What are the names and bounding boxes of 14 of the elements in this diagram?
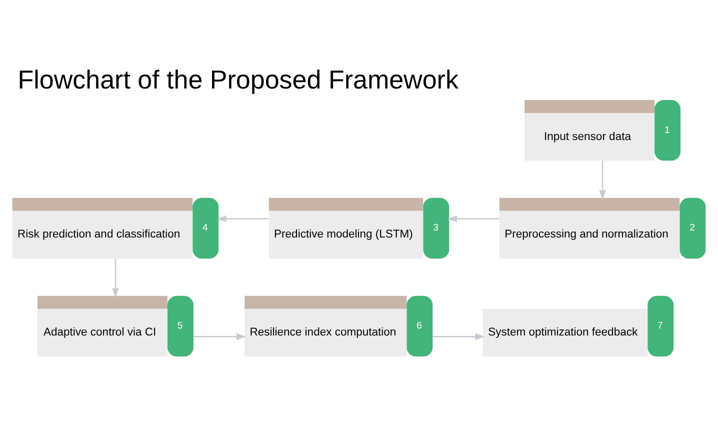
diagram-title: Flowchart of the Proposed Framework bbox=[18, 64, 458, 95]
node-label: 3 bbox=[433, 222, 438, 234]
arrow bbox=[194, 333, 246, 340]
arrow bbox=[216, 215, 269, 222]
node-label: 1 bbox=[664, 124, 670, 136]
node-label: 2 bbox=[690, 222, 695, 234]
node-label: 4 bbox=[202, 222, 208, 234]
node-label: 7 bbox=[658, 320, 663, 332]
arrow bbox=[112, 258, 119, 298]
arrow bbox=[599, 160, 606, 200]
arrow bbox=[432, 333, 485, 340]
node-label: 5 bbox=[177, 320, 183, 332]
node-label: 6 bbox=[416, 320, 422, 332]
arrow bbox=[447, 215, 500, 222]
